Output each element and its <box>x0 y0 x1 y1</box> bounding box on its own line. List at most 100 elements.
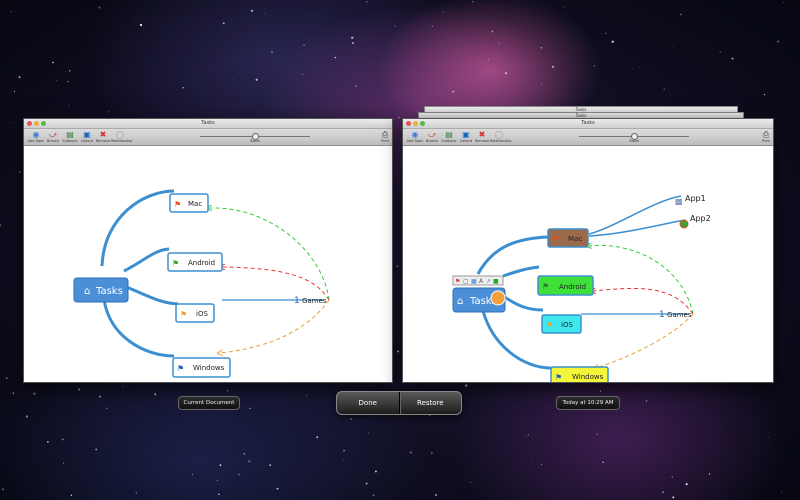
star <box>472 1 474 3</box>
star <box>10 11 12 13</box>
star <box>302 73 304 75</box>
zoom-icon[interactable] <box>41 121 46 126</box>
relationship-line[interactable] <box>222 267 330 301</box>
note-icon[interactable]: ▢ <box>463 278 469 285</box>
relationship-line[interactable] <box>596 313 694 368</box>
relationship-line[interactable] <box>220 299 330 353</box>
star <box>488 59 490 61</box>
close-icon[interactable] <box>27 121 32 126</box>
zoom-slider-knob[interactable] <box>631 133 638 140</box>
star <box>238 473 240 476</box>
star <box>365 0 368 3</box>
star <box>63 462 65 464</box>
restored-version-window[interactable]: Tasks ◉Add Topic ⤻Branch ▤Subtopic ▣Call… <box>402 118 774 387</box>
root-topic[interactable]: ⌂ Tasks <box>452 287 506 313</box>
star <box>19 171 21 173</box>
star <box>216 479 219 481</box>
topic-label: Android <box>188 259 215 267</box>
text-icon[interactable]: A <box>479 278 484 285</box>
star <box>782 2 784 3</box>
close-icon[interactable] <box>406 121 411 126</box>
star <box>763 93 766 96</box>
app-icon: ▩ <box>675 197 683 206</box>
flag-icon: ⚑ <box>174 200 181 209</box>
remove-button[interactable]: ✖Remove <box>95 130 111 143</box>
flag-icon[interactable]: ⚑ <box>455 278 460 285</box>
add-topic-button[interactable]: ◉Add Topic <box>406 130 424 143</box>
window-titlebar: Tasks <box>24 119 392 129</box>
star <box>680 13 682 16</box>
relationship-button[interactable]: ◯Relationship <box>490 130 512 143</box>
star <box>368 432 369 434</box>
branch-line <box>123 284 179 306</box>
branch-button[interactable]: ⤻Branch <box>46 130 60 143</box>
topic-label: Games <box>302 297 327 305</box>
window-titlebar: Tasks <box>403 119 773 129</box>
topic-mac[interactable]: ⚑Mac <box>169 193 209 213</box>
star <box>541 83 542 85</box>
relationship-line[interactable] <box>209 208 330 301</box>
star <box>605 32 607 34</box>
star <box>70 494 73 496</box>
topic-android[interactable]: ⚑Android <box>167 252 223 272</box>
relationship-line[interactable] <box>593 288 694 315</box>
topic-windows[interactable]: ⚑Windows <box>550 366 609 387</box>
topic-format-popup[interactable]: ⚑ ▢ ▦ A ↗ ■ <box>452 275 504 286</box>
color-icon[interactable]: ■ <box>493 278 499 285</box>
minimize-icon[interactable] <box>413 121 418 126</box>
star <box>452 90 455 93</box>
topic-mac[interactable]: ⚑Mac <box>547 228 589 248</box>
zoom-slider[interactable]: Zoom <box>200 132 310 143</box>
topic-ios[interactable]: ⚑iOS <box>175 303 215 323</box>
star <box>249 407 251 410</box>
root-topic[interactable]: ⌂ Tasks <box>73 277 129 303</box>
add-topic-button[interactable]: ◉Add Topic <box>27 130 45 143</box>
zoom-icon[interactable] <box>420 121 425 126</box>
zoom-slider-knob[interactable] <box>252 133 259 140</box>
topic-windows[interactable]: ⚑Windows <box>172 357 231 378</box>
current-document-window[interactable]: Tasks ◉Add Topic ⤻Branch ▤Subtopic ▣Call… <box>23 118 393 383</box>
topic-android[interactable]: ⚑Android <box>537 275 594 296</box>
picker-icon[interactable] <box>490 290 506 306</box>
relationship-button[interactable]: ◯Relationship <box>111 130 133 143</box>
star <box>397 350 400 353</box>
flag-icon: ⚑ <box>546 321 553 330</box>
callout-button[interactable]: ▣Callout <box>459 130 473 143</box>
subtopic-button[interactable]: ▤Subtopic <box>441 130 457 143</box>
print-button[interactable]: ⎙Print <box>761 130 771 143</box>
zoom-slider[interactable]: Zoom <box>579 132 689 143</box>
mind-map-canvas[interactable]: ⌂ Tasks ⚑ ▢ ▦ A ↗ ■ ⚑Mac ⚑Android ⚑iOS ⚑… <box>403 146 773 387</box>
window-toolbar: ◉Add Topic ⤻Branch ▤Subtopic ▣Callout ✖R… <box>24 129 392 146</box>
relationship-line[interactable] <box>589 245 694 315</box>
version-timestamp: Today at 10:29 AM <box>556 396 620 410</box>
subtopic-app2[interactable]: App2 <box>679 214 711 229</box>
star <box>527 434 529 436</box>
link-icon[interactable]: ↗ <box>486 278 491 285</box>
image-icon[interactable]: ▦ <box>471 278 477 285</box>
star <box>6 377 8 379</box>
star <box>374 470 377 473</box>
star <box>443 11 445 13</box>
star <box>25 415 29 418</box>
print-button[interactable]: ⎙Print <box>380 130 390 143</box>
subtopic-button[interactable]: ▤Subtopic <box>62 130 78 143</box>
current-document-label: Current Document <box>178 396 240 410</box>
restore-button[interactable]: Restore <box>398 392 462 414</box>
star <box>602 461 604 463</box>
topic-label: Mac <box>568 235 582 243</box>
star <box>250 9 254 12</box>
window-title: Tasks <box>581 120 595 126</box>
subtopic-app1[interactable]: ▩App1 <box>675 194 706 206</box>
done-button[interactable]: Done <box>358 399 377 407</box>
star <box>541 464 542 466</box>
star <box>781 491 783 493</box>
branch-button[interactable]: ⤻Branch <box>425 130 439 143</box>
star <box>191 473 193 475</box>
remove-button[interactable]: ✖Remove <box>474 130 490 143</box>
topic-ios[interactable]: ⚑iOS <box>541 314 582 334</box>
minimize-icon[interactable] <box>34 121 39 126</box>
callout-button[interactable]: ▣Callout <box>80 130 94 143</box>
